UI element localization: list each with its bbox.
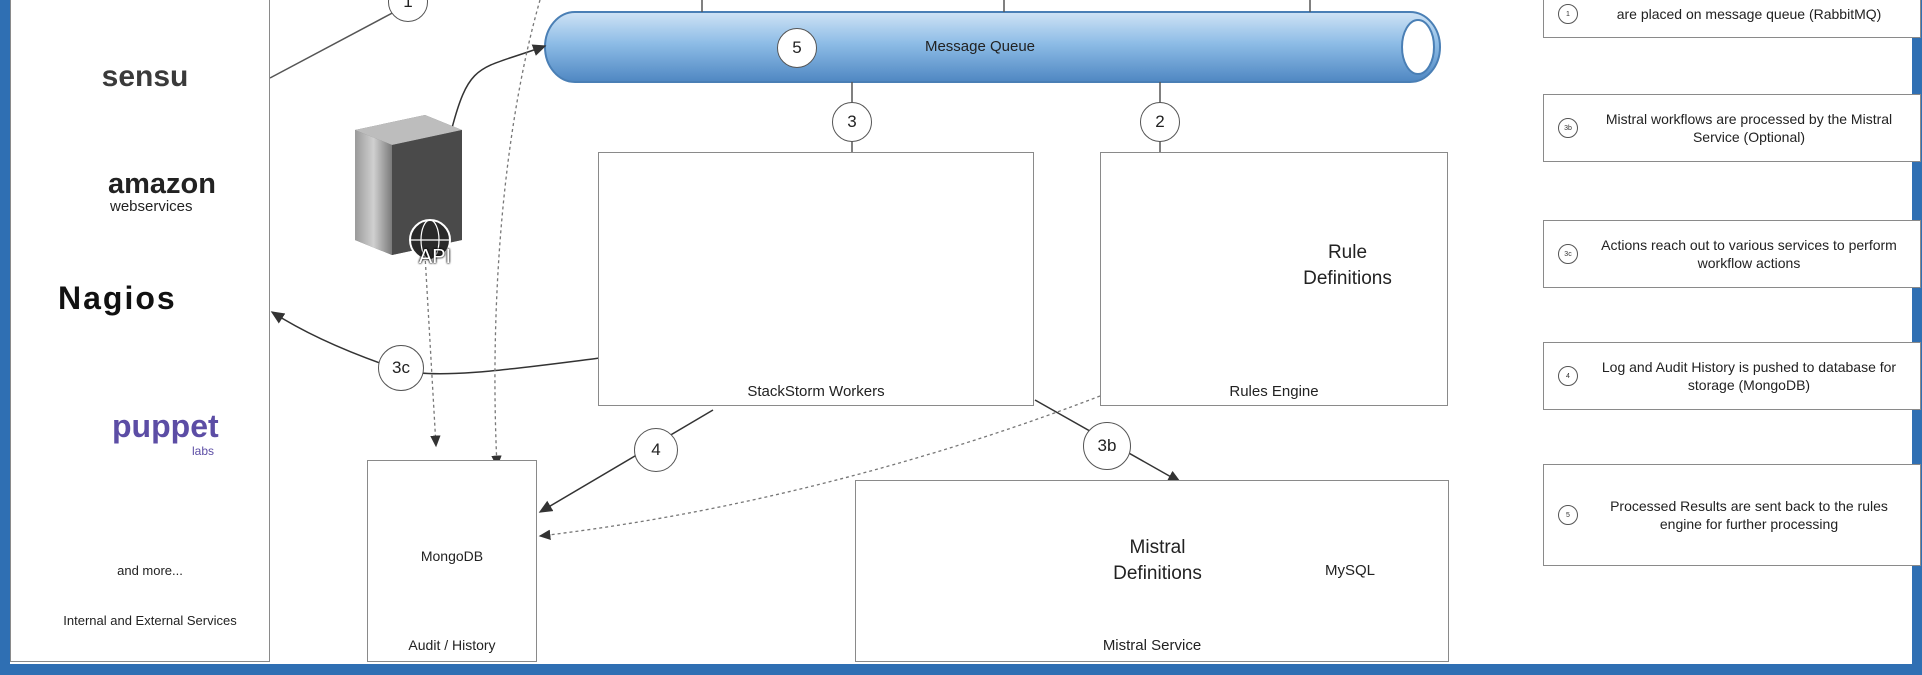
amazon-logo-text: amazon [108, 168, 216, 200]
legend-text: are placed on message queue (RabbitMQ) [1616, 6, 1882, 22]
step-3b-badge: 3b [1083, 422, 1131, 470]
stackstorm-workers-label: StackStorm Workers [747, 383, 885, 400]
rules-engine-label: Rules Engine [1229, 383, 1319, 400]
legend-number: 4 [1558, 366, 1578, 386]
and-more-label: and more... [117, 563, 183, 578]
mongodb-label: MongoDB [420, 548, 484, 564]
services-caption: Internal and External Services [63, 613, 237, 628]
message-queue-label: Message Queue [924, 38, 1036, 55]
legend-text: Processed Results are sent back to the r… [1610, 498, 1888, 532]
legend-number: 1 [1558, 4, 1578, 24]
legend-text: Log and Audit History is pushed to datab… [1601, 359, 1897, 393]
legend-note-3c: 3c Actions reach out to various services… [1543, 220, 1921, 288]
frame-bottom-border [0, 664, 1922, 675]
legend-number: 3b [1558, 118, 1578, 138]
legend-note-4: 4 Log and Audit History is pushed to dat… [1543, 342, 1921, 410]
legend-note-5: 5 Processed Results are sent back to the… [1543, 464, 1921, 566]
legend-note-1: 1 are placed on message queue (RabbitMQ) [1543, 0, 1921, 38]
puppet-logo-text: puppet [112, 408, 219, 444]
amazon-logo-subtext: webservices [110, 198, 193, 215]
api-server-icon [355, 115, 462, 255]
legend-text: Actions reach out to various services to… [1601, 237, 1897, 271]
sensu-logo-text: sensu [101, 60, 189, 93]
rule-definitions-label: Rule Definitions [1303, 242, 1392, 289]
mistral-definitions-label: Mistral Definitions [1113, 537, 1202, 584]
mysql-label: MySQL [1324, 562, 1375, 579]
puppet-logo-subtext: labs [192, 444, 215, 458]
rules-engine-box [1100, 152, 1448, 406]
step-5-badge: 5 [777, 28, 817, 68]
stackstorm-workers-box [598, 152, 1034, 406]
nagios-logo-text: Nagios [58, 280, 177, 316]
frame-right-border [1912, 0, 1922, 675]
step-2-badge: 2 [1140, 102, 1180, 142]
legend-number: 3c [1558, 244, 1578, 264]
mistral-service-box [855, 480, 1449, 662]
mistral-service-label: Mistral Service [1102, 637, 1202, 654]
step-3c-badge: 3c [378, 345, 424, 391]
api-globe-icon [409, 219, 451, 261]
frame-left-border [0, 0, 10, 675]
step-3-badge: 3 [832, 102, 872, 142]
services-panel [10, 0, 270, 662]
audit-history-label: Audit / History [408, 637, 496, 653]
api-label: API [418, 246, 452, 268]
legend-text: Mistral workflows are processed by the M… [1605, 111, 1893, 145]
message-queue-cylinder [544, 11, 1441, 83]
step-4-badge: 4 [634, 428, 678, 472]
legend-number: 5 [1558, 505, 1578, 525]
audit-history-box [367, 460, 537, 662]
legend-note-3b: 3b Mistral workflows are processed by th… [1543, 94, 1921, 162]
